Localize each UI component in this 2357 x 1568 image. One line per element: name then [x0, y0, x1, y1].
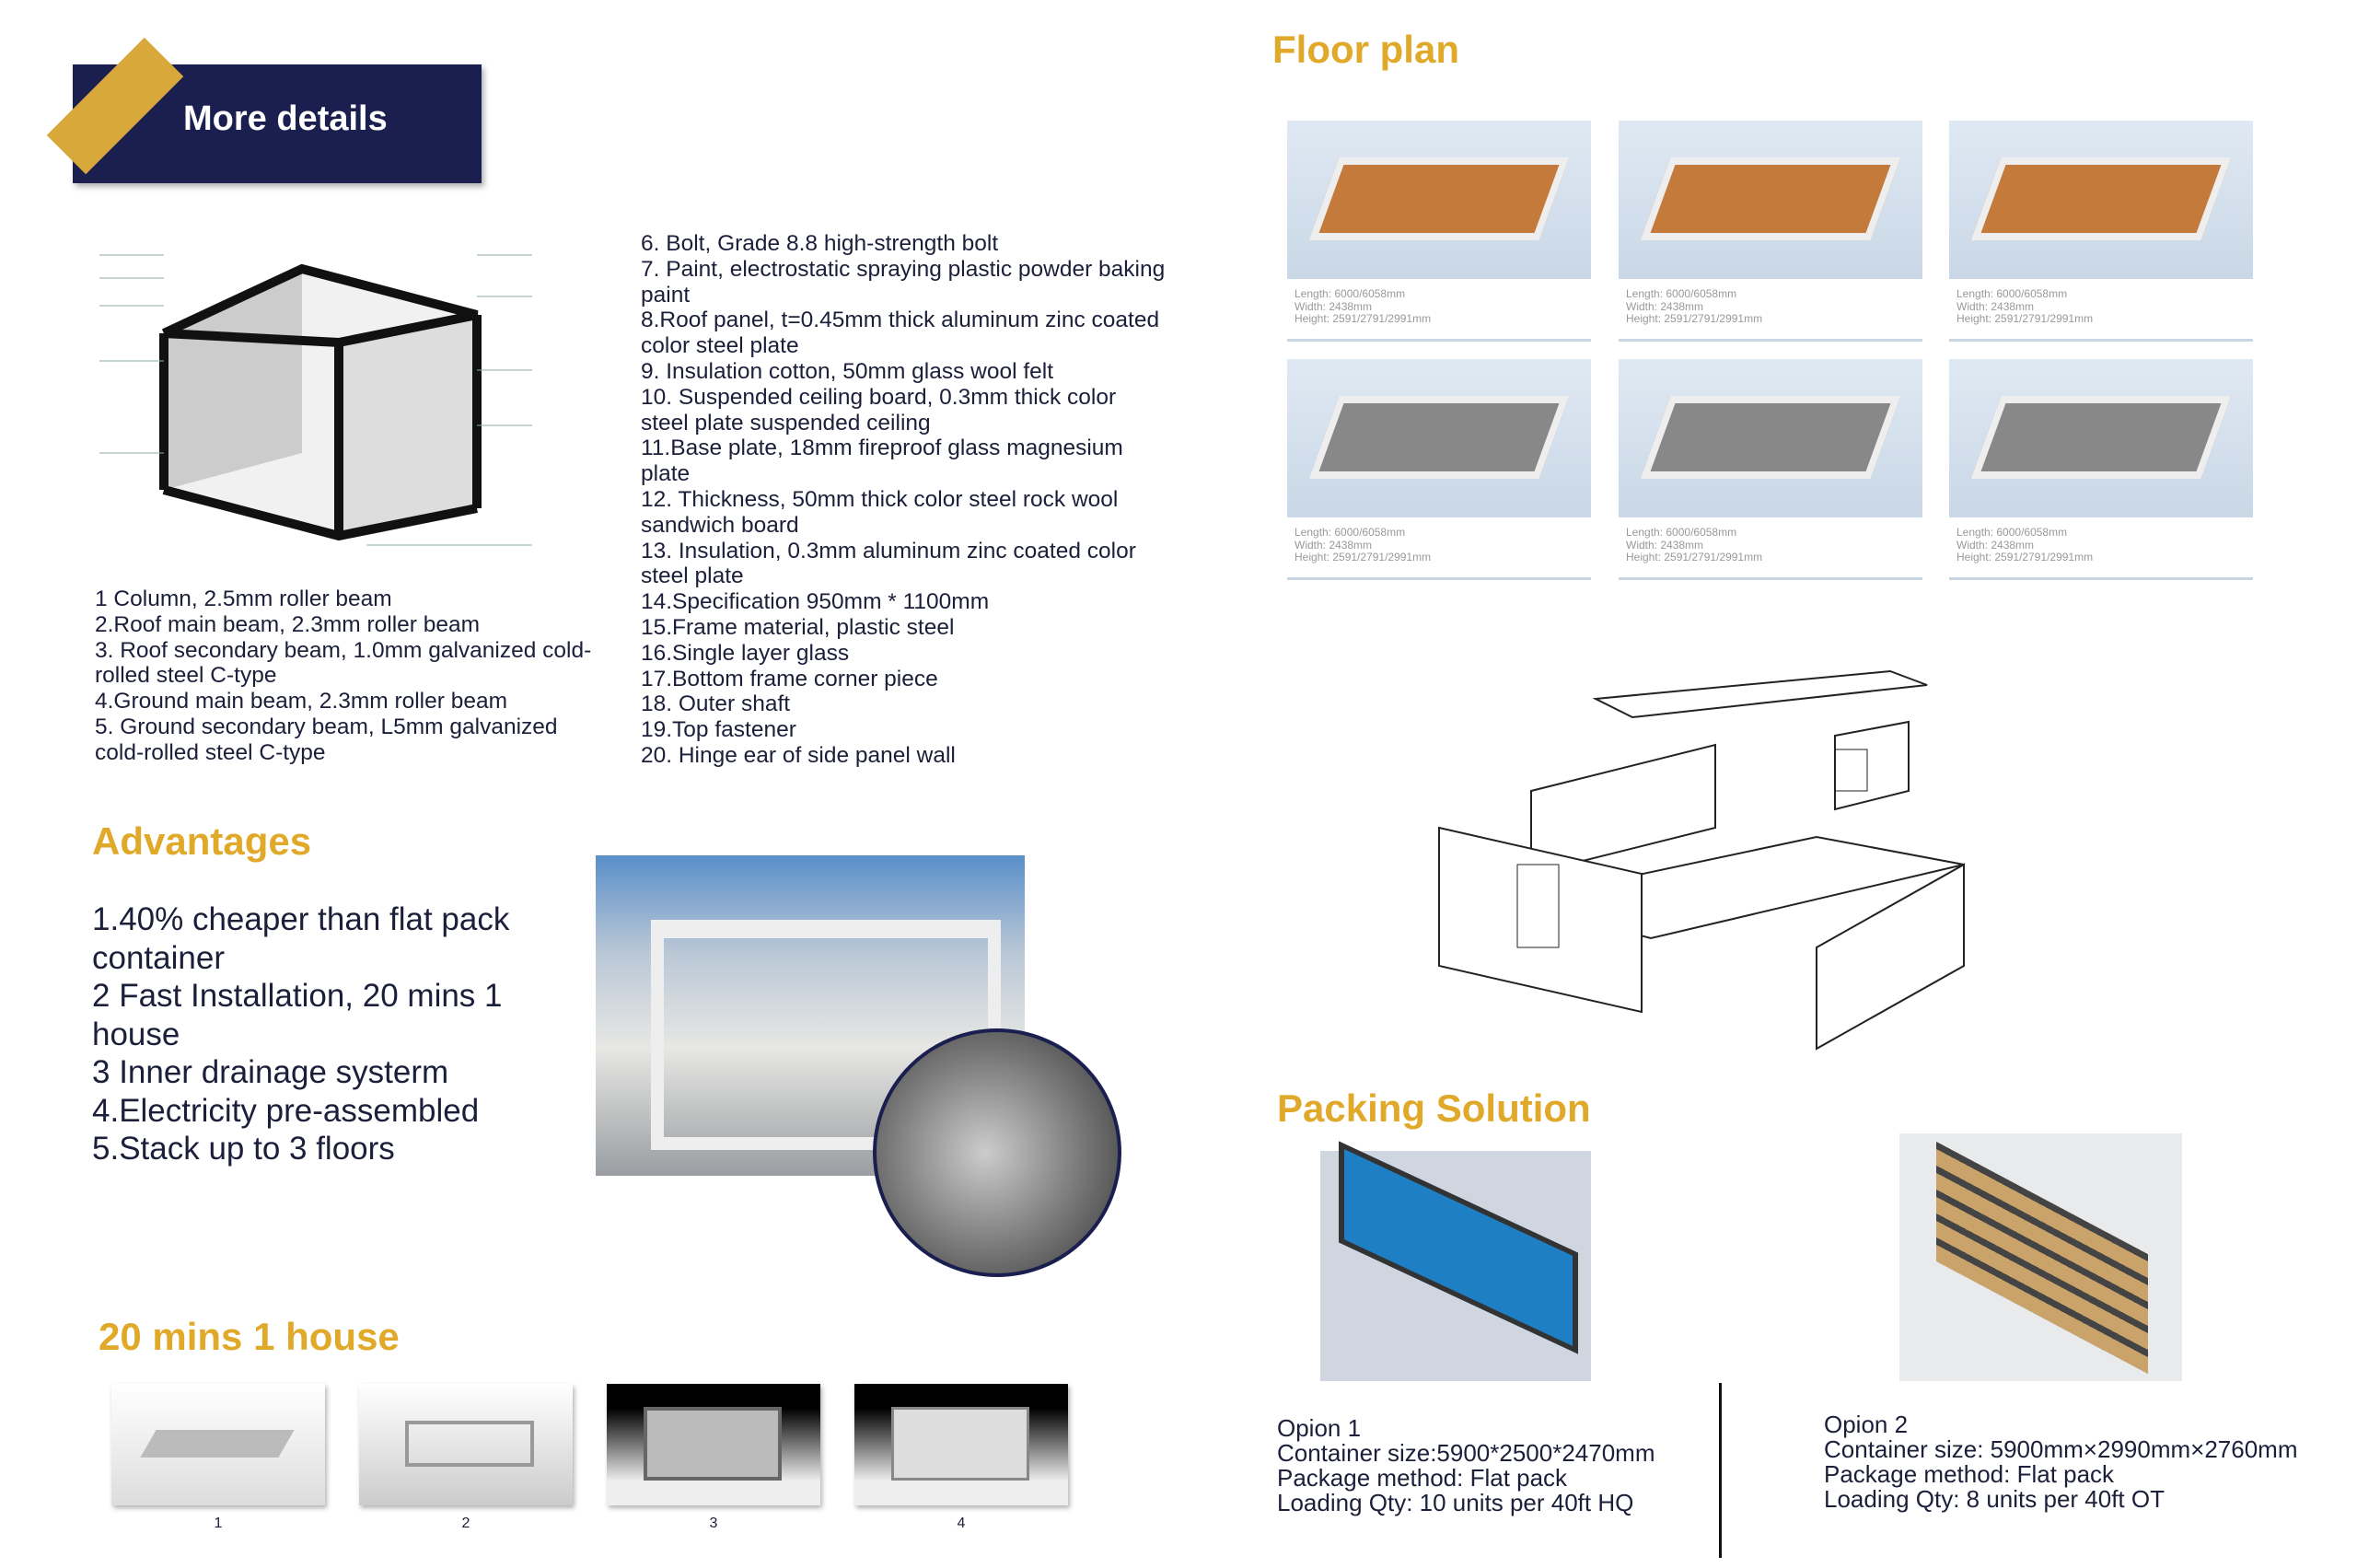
component-item: 7. Paint, electrostatic spraying plastic… — [641, 256, 1166, 308]
advantage-item: 3 Inner drainage systerm — [92, 1054, 449, 1090]
option-package-method: Package method: Flat pack — [1824, 1460, 2115, 1488]
spec-width: Width: 2438mm — [1295, 299, 1373, 313]
advantages-title: Advantages — [92, 819, 312, 863]
option-title: Opion 2 — [1824, 1411, 1909, 1438]
spec-height: Height: 2591/2791/2991mm — [1956, 551, 2094, 563]
advantage-item: 4.Electricity pre-assembled — [92, 1092, 480, 1129]
component-item: 1 Column, 2.5mm roller beam — [95, 587, 392, 611]
floor-plan-image — [1619, 359, 1922, 517]
option-title: Opion 1 — [1277, 1414, 1362, 1442]
components-list-right: 6. Bolt, Grade 8.8 high-strength bolt 7.… — [641, 231, 1166, 769]
install-title: 20 mins 1 house — [99, 1315, 400, 1358]
spec-height: Height: 2591/2791/2991mm — [1626, 551, 1763, 563]
spec-length: Length: 6000/6058mm — [1956, 526, 2068, 539]
packing-option-2-image — [1899, 1133, 2182, 1381]
spec-length: Length: 6000/6058mm — [1295, 287, 1406, 300]
spec-height: Height: 2591/2791/2991mm — [1295, 312, 1432, 325]
component-item: 11.Base plate, 18mm fireproof glass magn… — [641, 436, 1123, 487]
component-item: 17.Bottom frame corner piece — [641, 666, 938, 691]
install-step-2-image — [359, 1384, 573, 1505]
hinge-closeup-photo — [873, 1028, 1121, 1277]
component-item: 8.Roof panel, t=0.45mm thick aluminum zi… — [641, 308, 1160, 359]
step-label: 3 — [709, 1516, 718, 1531]
packing-divider — [1719, 1383, 1722, 1558]
advantage-item: 2 Fast Installation, 20 mins 1 house — [92, 978, 503, 1052]
component-item: 2.Roof main beam, 2.3mm roller beam — [95, 611, 481, 637]
advantage-item: 5.Stack up to 3 floors — [92, 1131, 395, 1167]
spec-height: Height: 2591/2791/2991mm — [1295, 551, 1432, 563]
component-item: 15.Frame material, plastic steel — [641, 614, 955, 640]
step-label: 1 — [214, 1516, 223, 1531]
component-item: 6. Bolt, Grade 8.8 high-strength bolt — [641, 231, 999, 256]
spec-width: Width: 2438mm — [1956, 299, 2035, 313]
exploded-assembly-diagram — [1438, 669, 1965, 1051]
floor-plan-title: Floor plan — [1272, 28, 1459, 71]
floor-plan-image — [1619, 121, 1922, 279]
component-item: 16.Single layer glass — [641, 640, 850, 666]
floor-plan-image — [1287, 121, 1591, 279]
packing-option-1-image — [1320, 1141, 1591, 1381]
step-label: 2 — [461, 1516, 470, 1531]
spec-length: Length: 6000/6058mm — [1626, 526, 1737, 539]
component-item: 4.Ground main beam, 2.3mm roller beam — [95, 689, 507, 714]
spec-length: Length: 6000/6058mm — [1956, 287, 2068, 300]
spec-width: Width: 2438mm — [1956, 538, 2035, 552]
spec-length: Length: 6000/6058mm — [1626, 287, 1737, 300]
option-loading-qty: Loading Qty: 10 units per 40ft HQ — [1277, 1489, 1634, 1516]
spec-length: Length: 6000/6058mm — [1295, 526, 1406, 539]
spec-height: Height: 2591/2791/2991mm — [1626, 312, 1763, 325]
floor-plan-image — [1287, 359, 1591, 517]
component-item: 10. Suspended ceiling board, 0.3mm thick… — [641, 384, 1117, 436]
packing-option-1-text: Opion 1 Container size:5900*2500*2470mm … — [1277, 1416, 1655, 1516]
spec-width: Width: 2438mm — [1295, 538, 1373, 552]
component-item: 12. Thickness, 50mm thick color steel ro… — [641, 486, 1119, 538]
option-container-size: Container size:5900*2500*2470mm — [1277, 1439, 1655, 1467]
component-item: 13. Insulation, 0.3mm aluminum zinc coat… — [641, 538, 1136, 589]
spec-width: Width: 2438mm — [1626, 299, 1704, 313]
install-step-3-image — [607, 1384, 820, 1505]
option-container-size: Container size: 5900mm×2990mm×2760mm — [1824, 1435, 2298, 1463]
component-item: 14.Specification 950mm * 1100mm — [641, 589, 990, 615]
install-step-1-image — [111, 1384, 325, 1505]
component-item: 3. Roof secondary beam, 1.0mm galvanized… — [95, 637, 592, 689]
install-step-4-image — [854, 1384, 1068, 1505]
banner-title: More details — [183, 99, 388, 138]
component-item: 5. Ground secondary beam, L5mm galvanize… — [95, 714, 558, 765]
spec-width: Width: 2438mm — [1626, 538, 1704, 552]
component-item: 18. Outer shaft — [641, 691, 791, 717]
option-loading-qty: Loading Qty: 8 units per 40ft OT — [1824, 1485, 2165, 1513]
advantage-item: 1.40% cheaper than flat pack container — [92, 901, 510, 976]
components-list-left: 1 Column, 2.5mm roller beam 2.Roof main … — [95, 587, 610, 766]
component-item: 9. Insulation cotton, 50mm glass wool fe… — [641, 358, 1054, 384]
advantages-list: 1.40% cheaper than flat pack container 2… — [92, 900, 571, 1168]
packing-title: Packing Solution — [1277, 1086, 1591, 1130]
more-details-banner: More details — [73, 64, 482, 183]
component-item: 19.Top fastener — [641, 717, 796, 743]
option-package-method: Package method: Flat pack — [1277, 1464, 1568, 1492]
step-label: 4 — [957, 1516, 966, 1531]
spec-height: Height: 2591/2791/2991mm — [1956, 312, 2094, 325]
floor-plan-image — [1949, 121, 2253, 279]
floor-plan-image — [1949, 359, 2253, 517]
container-frame-diagram — [99, 254, 532, 546]
component-item: 20. Hinge ear of side panel wall — [641, 742, 956, 768]
packing-option-2-text: Opion 2 Container size: 5900mm×2990mm×27… — [1824, 1412, 2297, 1512]
